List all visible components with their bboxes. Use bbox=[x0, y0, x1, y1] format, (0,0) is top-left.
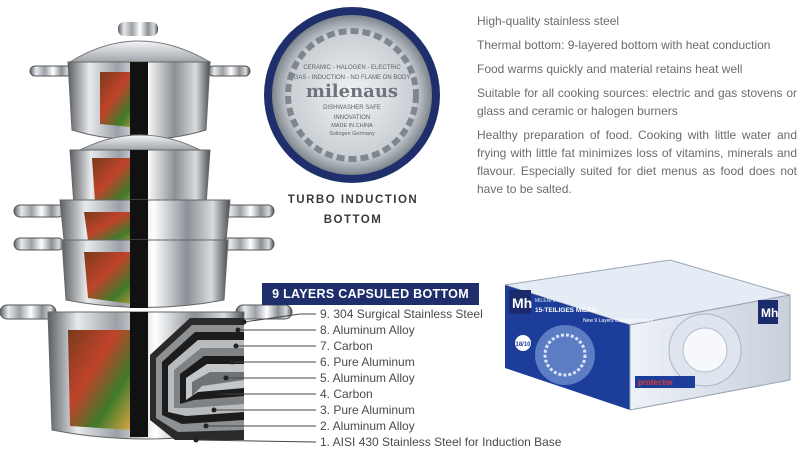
layers-title-banner: 9 LAYERS CAPSULED BOTTOM bbox=[262, 283, 479, 305]
stamp-line5: MADE IN CHINA bbox=[331, 123, 373, 129]
stamp-brand: milenaus bbox=[306, 81, 398, 102]
turbo-label-line2: BOTTOM bbox=[323, 214, 383, 226]
feature-item: Food warms quickly and material retains … bbox=[477, 62, 743, 76]
feature-item: Thermal bottom: 9-layered bottom with he… bbox=[477, 38, 771, 52]
stamp-line2: GAS - INDUCTION - NO FLAME ON BODY bbox=[294, 75, 411, 81]
feature-item: Suitable for all cooking sources: electr… bbox=[477, 86, 797, 118]
box-brand-small: MILENHAUS bbox=[535, 298, 565, 304]
layer-1: 1. AISI 430 Stainless Steel for Inductio… bbox=[320, 435, 562, 449]
stamp-line1: CERAMIC - HALOGEN - ELECTRIC bbox=[303, 65, 401, 71]
small-pot bbox=[29, 22, 251, 141]
feature-list: High-quality stainless steel Thermal bot… bbox=[477, 12, 797, 204]
box-protector: protector bbox=[638, 378, 673, 387]
stamp-line4: INNOVATION bbox=[334, 115, 370, 121]
layer-5: 5. Aluminum Alloy bbox=[320, 371, 415, 385]
induction-bottom-stamp: CERAMIC - HALOGEN - ELECTRIC GAS - INDUC… bbox=[264, 7, 440, 183]
feature-item: High-quality stainless steel bbox=[477, 14, 620, 28]
layer-6: 6. Pure Aluminum bbox=[320, 355, 415, 369]
box-tagline: New 9 Layers Capsuled Bottom bbox=[583, 318, 653, 324]
box-side-logo: Mh bbox=[761, 306, 778, 320]
stamp-line3: DISHWASHER SAFE bbox=[323, 105, 381, 111]
product-box: Mh MILENHAUS 15-TEILIGES MILAN New 9 Lay… bbox=[504, 259, 791, 411]
layer-4: 4. Carbon bbox=[320, 387, 373, 401]
layer-9: 9. 304 Surgical Stainless Steel bbox=[320, 307, 483, 321]
turbo-induction-label: TURBO INDUCTION BOTTOM bbox=[278, 190, 428, 230]
box-logo: Mh bbox=[512, 295, 532, 311]
cookware-set-illustration bbox=[0, 22, 293, 440]
casserole bbox=[13, 199, 275, 248]
layer-3: 3. Pure Aluminum bbox=[320, 403, 415, 417]
box-badge: 18/10 bbox=[515, 342, 531, 348]
medium-pot bbox=[69, 134, 211, 213]
turbo-label-line1: TURBO INDUCTION bbox=[287, 194, 419, 206]
layer-2: 2. Aluminum Alloy bbox=[320, 419, 415, 433]
box-product: 15-TEILIGES MILAN bbox=[535, 307, 597, 314]
layer-8: 8. Aluminum Alloy bbox=[320, 323, 415, 337]
feature-item: Healthy preparation of food. Cooking wit… bbox=[477, 128, 797, 196]
large-pot bbox=[13, 237, 275, 308]
layer-7: 7. Carbon bbox=[320, 339, 373, 353]
stamp-line6: Solingen Germany bbox=[329, 131, 375, 137]
